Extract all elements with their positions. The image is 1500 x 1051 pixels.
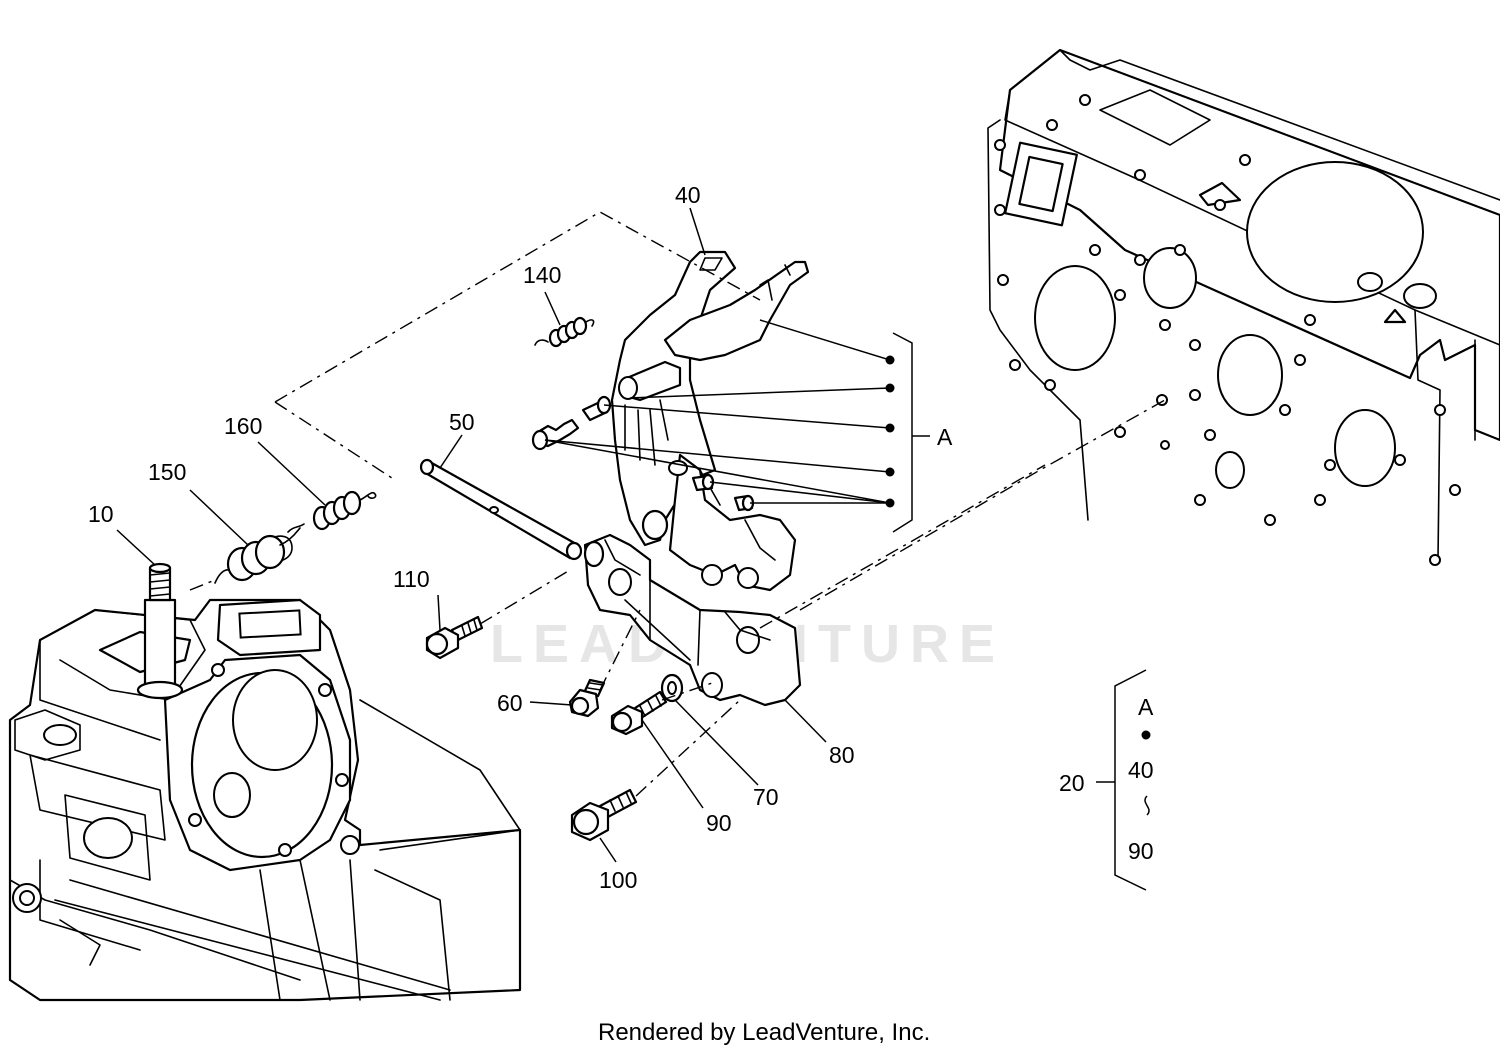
- assembly-lines: [189, 211, 1166, 797]
- kit-legend-tilde: [1144, 795, 1150, 816]
- kit-legend: 20 A 40 90: [1059, 669, 1154, 891]
- kit-legend-dot: [1141, 730, 1151, 740]
- kit-legend-a: A: [1138, 694, 1154, 720]
- kit-legend-from: 40: [1128, 757, 1154, 783]
- part-60-bolt: [568, 678, 606, 718]
- leader-lines: [116, 207, 930, 863]
- callout-90[interactable]: 90: [706, 810, 732, 836]
- group-a-label[interactable]: A: [937, 424, 953, 450]
- callout-160[interactable]: 160: [224, 413, 262, 439]
- callout-110[interactable]: 110: [393, 566, 430, 592]
- part-70-washer: [660, 673, 684, 703]
- callout-labels: 10 150 160 140 40 50 110 60 90 70 80 100…: [88, 182, 953, 893]
- callout-20[interactable]: 20: [1059, 770, 1085, 796]
- part-140-spring: [534, 316, 595, 348]
- callout-140[interactable]: 140: [523, 262, 561, 288]
- callout-10[interactable]: 10: [88, 501, 114, 527]
- engine-block-right: [987, 48, 1500, 566]
- part-160-spring: [287, 490, 377, 533]
- callout-70[interactable]: 70: [753, 784, 779, 810]
- part-100-bolt: [570, 788, 638, 842]
- kit-legend-to: 90: [1128, 838, 1154, 864]
- part-90-bolt: [610, 690, 668, 736]
- callout-40[interactable]: 40: [675, 182, 701, 208]
- transmission-case-left: [8, 598, 522, 1002]
- callout-150[interactable]: 150: [148, 459, 186, 485]
- part-150-spring: [214, 527, 301, 584]
- callout-80[interactable]: 80: [829, 742, 855, 768]
- part-50-shaft: [419, 458, 583, 561]
- part-110-bolt: [425, 615, 484, 660]
- footer-credit: Rendered by LeadVenture, Inc.: [598, 1019, 930, 1046]
- callout-100[interactable]: 100: [599, 867, 637, 893]
- callout-50[interactable]: 50: [449, 409, 475, 435]
- part-10-stud: [136, 562, 184, 700]
- callout-60[interactable]: 60: [497, 690, 523, 716]
- part-40-fork-lever: [610, 250, 810, 592]
